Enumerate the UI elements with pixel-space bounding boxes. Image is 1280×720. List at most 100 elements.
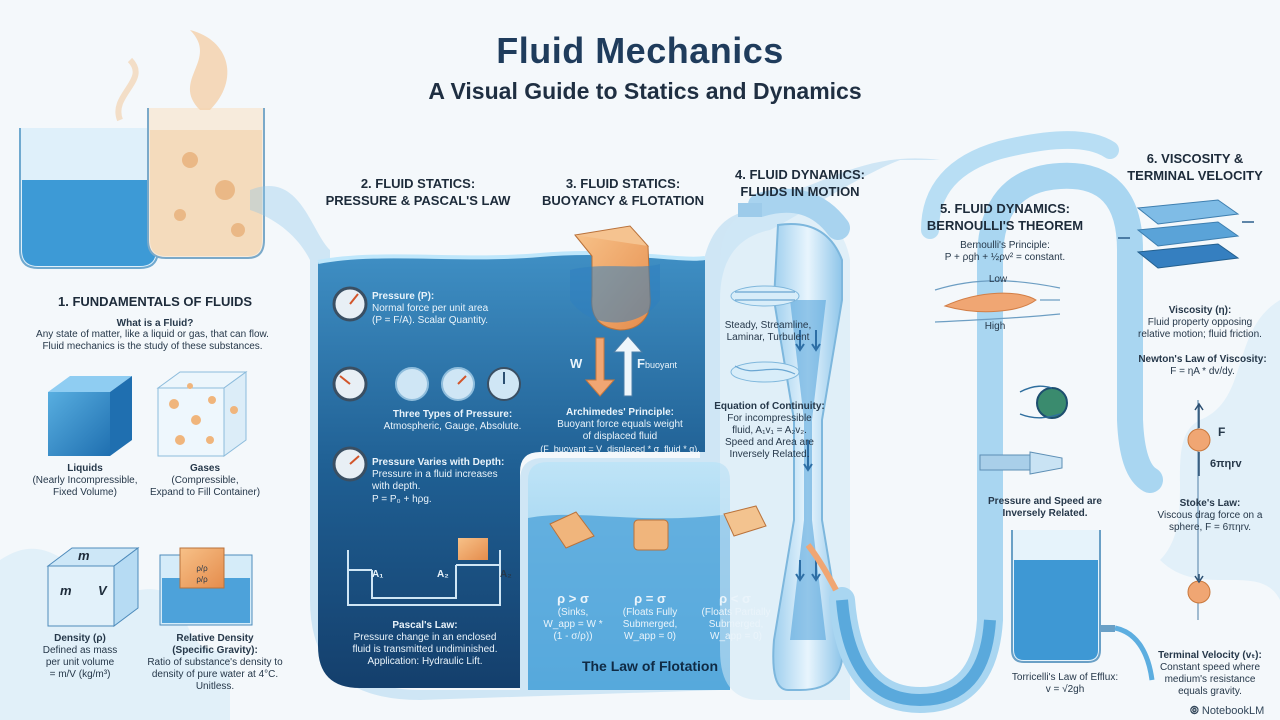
- torricelli-tank: [1011, 530, 1155, 681]
- cube-m-left: m: [60, 583, 72, 598]
- area-a2-outer: A₂: [500, 569, 512, 580]
- drag-force-label: F: [1218, 425, 1226, 439]
- area-a2: A₂: [437, 569, 449, 580]
- flow-types-1: Steady, Streamline,: [724, 320, 812, 331]
- viscosity-layers: [1118, 199, 1254, 269]
- case2-desc-2: Submerged,: [622, 619, 678, 630]
- area-a1: A₁: [372, 569, 384, 580]
- rel-density-glyph-top: ρ/ρ: [196, 564, 208, 573]
- pascal-title: Pascal's Law:: [392, 620, 458, 631]
- newton-law-title: Newton's Law of Viscosity:: [1138, 354, 1267, 365]
- pascal-desc-3: Application: Hydraulic Lift.: [367, 656, 483, 667]
- buoyancy-block: [570, 225, 660, 331]
- notebooklm-brand: ⦾ NotebookLM: [1190, 705, 1264, 718]
- section1-heading: 1. FUNDAMENTALS OF FLUIDS: [57, 294, 253, 309]
- stokes-formula-label: 6πηrv: [1210, 458, 1242, 470]
- gases-desc-1: (Compressible,: [171, 475, 239, 486]
- stokes-desc-1: Viscous drag force on a: [1157, 510, 1263, 521]
- archimedes-title: Archimedes' Principle:: [566, 407, 674, 418]
- brand-logo-icon: ⦾: [1190, 705, 1199, 717]
- what-is-fluid-answer-2: Fluid mechanics is the study of these su…: [42, 341, 263, 352]
- page-title: Fluid Mechanics: [496, 30, 784, 71]
- case2-desc-3: W_app = 0): [624, 631, 676, 642]
- section5-heading-2: BERNOULLI'S THEOREM: [926, 218, 1084, 233]
- continuity-desc-1: For incompressible: [727, 413, 812, 424]
- continuity-title: Equation of Continuity:: [714, 401, 825, 412]
- stokes-title: Stoke's Law:: [1179, 498, 1241, 509]
- weight-arrow: [584, 337, 616, 397]
- depth-desc-2: with depth.: [372, 481, 421, 492]
- terminal-velocity-desc-3: equals gravity.: [1178, 686, 1242, 697]
- section3-heading-1: 3. FLUID STATICS:: [565, 176, 681, 191]
- density-cube: [46, 547, 140, 627]
- pressure-desc-1: Normal force per unit area: [372, 303, 489, 314]
- relative-density-desc-2: density of pure water at 4°C.: [151, 669, 279, 680]
- bernoulli-title: Bernoulli's Principle:: [960, 240, 1050, 251]
- pressure-desc-2: (P = F/A). Scalar Quantity.: [372, 315, 489, 326]
- pressure-speed-2: Inversely Related.: [1002, 508, 1088, 519]
- section4-heading-1: 4. FLUID DYNAMICS:: [735, 167, 865, 182]
- section6-heading-1: 6. VISCOSITY &: [1146, 151, 1244, 166]
- pascal-desc-2: fluid is transmitted undiminished.: [352, 644, 498, 655]
- section3-heading-2: BUOYANCY & FLOTATION: [541, 193, 705, 208]
- streamline-tubes: [730, 285, 800, 383]
- liquids-title: Liquids: [67, 463, 103, 474]
- spinning-ball: [1036, 387, 1068, 419]
- gases-desc-2: Expand to Fill Container): [149, 487, 261, 498]
- terminal-velocity-title: Terminal Velocity (vₜ):: [1158, 650, 1262, 661]
- statics-pool: [318, 253, 705, 688]
- archimedes-desc-2: of displaced fluid: [582, 431, 658, 442]
- case1-relation: ρ > σ: [557, 591, 589, 606]
- density-desc-1: Defined as mass: [42, 645, 118, 656]
- pressure-types-title: Three Types of Pressure:: [392, 409, 513, 420]
- relative-density-desc-3: Unitless.: [195, 681, 235, 692]
- liquids-desc-1: (Nearly Incompressible,: [32, 475, 138, 486]
- case1-desc-1: (Sinks,: [557, 607, 589, 618]
- density-desc-2: per unit volume: [45, 657, 115, 668]
- terminal-velocity-desc-2: medium's resistance: [1164, 674, 1256, 685]
- buoyant-arrow: [612, 335, 644, 397]
- hydraulic-lift: [347, 550, 501, 606]
- pascal-desc-1: Pressure change in an enclosed: [353, 632, 497, 643]
- pressure-types-desc: Atmospheric, Gauge, Absolute.: [383, 421, 522, 432]
- torricelli-title: Torricelli's Law of Efflux:: [1011, 672, 1119, 683]
- case3-desc-3: W_app = 0): [710, 631, 762, 642]
- case3-relation: ρ < σ: [719, 591, 751, 606]
- terminal-sphere: [1187, 580, 1211, 604]
- gases-title: Gases: [189, 463, 221, 474]
- terminal-velocity-desc-1: Constant speed where: [1159, 662, 1261, 673]
- law-of-flotation: The Law of Flotation: [581, 658, 719, 674]
- case1-desc-2: W_app = W *: [543, 619, 603, 630]
- depth-desc-1: Pressure in a fluid increases: [372, 469, 498, 480]
- density-desc-3: = m/V (kg/m³): [49, 669, 111, 680]
- flotation-blocks: [549, 505, 767, 551]
- section6-heading-2: TERMINAL VELOCITY: [1127, 168, 1263, 183]
- bernoulli-formula: P + ρgh + ½ρv² = constant.: [944, 252, 1066, 263]
- buoyant-force-label: Fbuoyant: [637, 356, 677, 371]
- buoyant-force-f: F: [637, 356, 645, 371]
- flow-types-2: Laminar, Turbulent: [726, 332, 810, 343]
- section5-heading-1: 5. FLUID DYNAMICS:: [940, 201, 1070, 216]
- section4-heading-2: FLUIDS IN MOTION: [740, 184, 860, 199]
- stokes-desc-2: sphere, F = 6πηrv.: [1168, 522, 1252, 533]
- continuity-desc-4: Inversely Related.: [729, 449, 810, 460]
- section2-heading-2: PRESSURE & PASCAL'S LAW: [325, 193, 511, 208]
- case3-desc-1: (Floats Partially: [701, 607, 771, 618]
- rel-density-glyph-bottom: ρ/ρ: [196, 575, 208, 584]
- depth-title: Pressure Varies with Depth:: [372, 457, 505, 468]
- newton-law-formula: F = ηA * dv/dy.: [1170, 366, 1235, 377]
- weight-label: W: [570, 356, 583, 371]
- viscosity-title: Viscosity (η):: [1168, 305, 1232, 316]
- density-title: Density (ρ): [54, 633, 106, 644]
- continuity-desc-3: Speed and Area are: [725, 437, 814, 448]
- buoyant-force-subscript: buoyant: [644, 360, 677, 370]
- section2-heading-1: 2. FLUID STATICS:: [360, 176, 476, 191]
- case3-desc-2: Submerged,: [708, 619, 764, 630]
- relative-density-title-2: (Specific Gravity):: [172, 645, 258, 656]
- viscosity-desc-1: Fluid property opposing: [1147, 317, 1253, 328]
- beakers-illustration: [19, 30, 265, 269]
- gas-cube: [156, 371, 248, 457]
- pressure-gauges: [332, 286, 521, 482]
- archimedes-desc-1: Buoyant force equals weight: [557, 419, 683, 430]
